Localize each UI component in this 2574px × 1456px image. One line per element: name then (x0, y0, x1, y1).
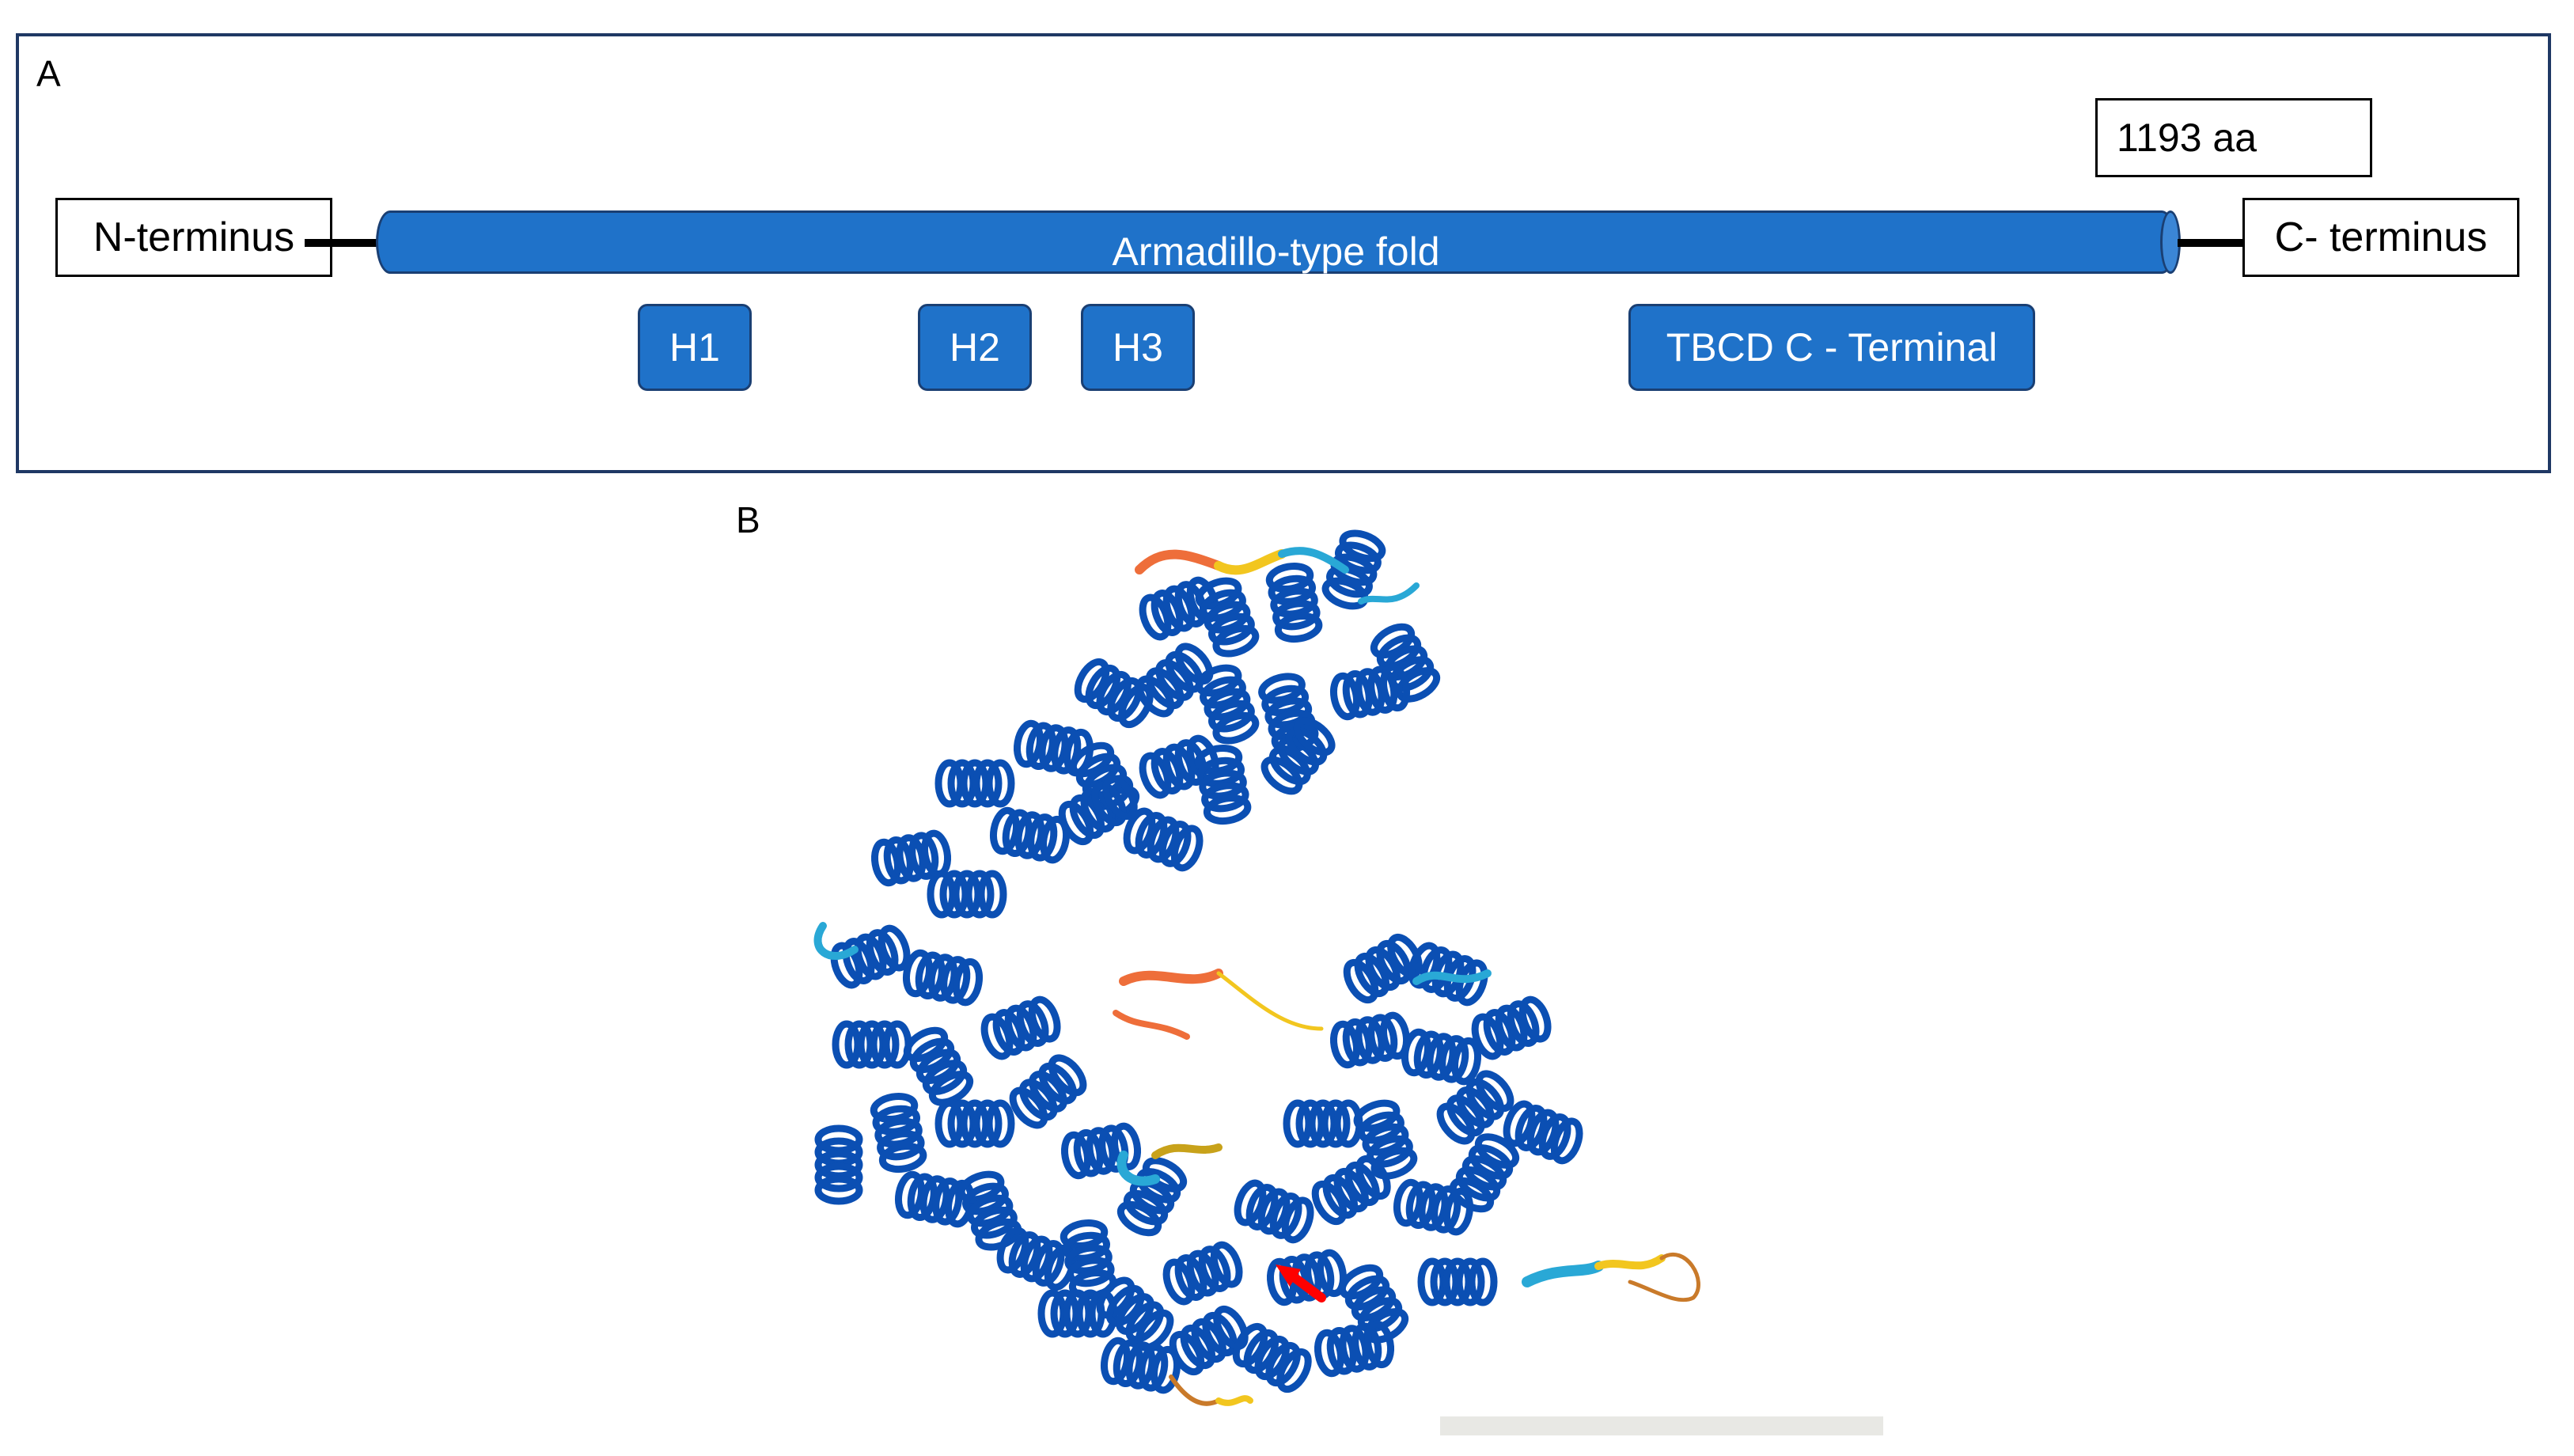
domain-h2: H2 (918, 304, 1032, 391)
lower-left-lobe (818, 925, 1251, 1392)
protein-structure-image (813, 522, 1700, 1406)
domain-h1: H1 (638, 304, 752, 391)
fold-bar-end-cap (2160, 210, 2181, 274)
gray-scale-bar (1440, 1416, 1883, 1435)
low-confidence-loops (813, 547, 1700, 1406)
c-terminus-connector (2178, 239, 2247, 247)
c-terminus-box: C- terminus (2242, 198, 2519, 277)
protein-length-label: 1193 aa (2095, 98, 2372, 177)
armadillo-fold-bar: Armadillo-type fold (376, 210, 2176, 274)
panel-b-letter: B (736, 499, 760, 540)
lower-right-lobe (1230, 932, 1584, 1393)
upper-lobe (872, 529, 1442, 915)
panel-a-frame (16, 33, 2551, 473)
n-terminus-connector (305, 239, 377, 247)
domain-tbcd-c-terminal: TBCD C - Terminal (1628, 304, 2035, 391)
variant-arrow (1276, 1265, 1326, 1302)
panel-a-letter: A (36, 53, 61, 94)
domain-h3: H3 (1081, 304, 1195, 391)
n-terminus-box: N-terminus (55, 198, 332, 277)
armadillo-fold-label: Armadillo-type fold (1112, 229, 1440, 274)
